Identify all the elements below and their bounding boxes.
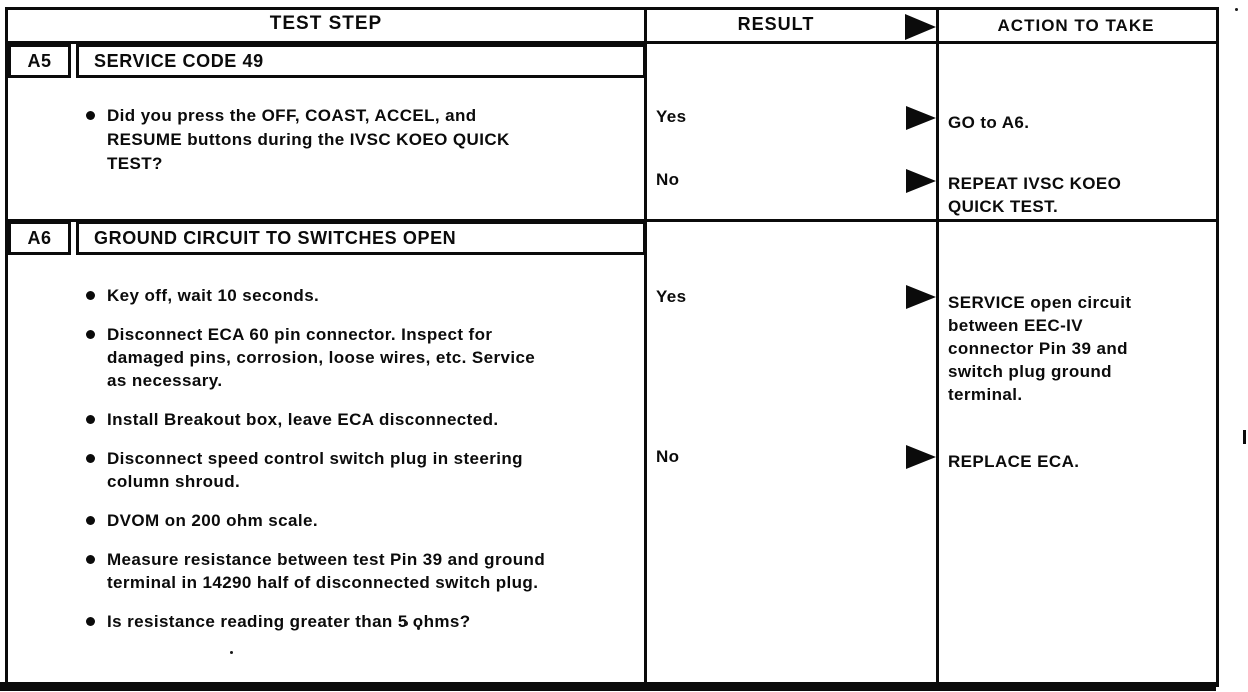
- bullet-dot-icon: [86, 454, 95, 463]
- action-text-a5-yes: GO to A6.: [948, 113, 1030, 132]
- result-arrow-icon: [906, 285, 936, 309]
- step-title-a6: GROUND CIRCUIT TO SWITCHES OPEN: [76, 221, 646, 255]
- bullet-dot-icon: [86, 330, 95, 339]
- bullet-item: Install Breakout box, leave ECA disconne…: [86, 408, 634, 431]
- bullet-item: Key off, wait 10 seconds.: [86, 284, 634, 307]
- result-label-no: No: [656, 170, 680, 189]
- bullet-item: Disconnect ECA 60 pin connector. Inspect…: [86, 323, 634, 392]
- bullet-dot-icon: [86, 516, 95, 525]
- column-header-result: RESULT: [737, 14, 815, 34]
- bullet-item: Did you press the OFF, COAST, ACCEL, and…: [86, 104, 634, 176]
- bullet-item: DVOM on 200 ohm scale.: [86, 509, 634, 532]
- step-title-a5: SERVICE CODE 49: [76, 44, 646, 78]
- bullet-text: Disconnect speed control switch plug in …: [107, 449, 523, 491]
- bullet-item: Measure resistance between test Pin 39 a…: [86, 548, 634, 594]
- bullet-item: Is resistance reading greater than 5 ohm…: [86, 610, 634, 633]
- bullet-dot-icon: [86, 617, 95, 626]
- step-id-badge-a6: A6: [8, 221, 71, 255]
- result-label-no: No: [656, 447, 680, 466]
- bullet-list-a6: Key off, wait 10 seconds. Disconnect ECA…: [86, 284, 634, 649]
- scan-edge-tick: [1243, 430, 1246, 444]
- bullet-item: Disconnect speed control switch plug in …: [86, 447, 634, 493]
- bullet-text: Is resistance reading greater than 5 ohm…: [107, 612, 471, 631]
- result-label-yes: Yes: [656, 107, 687, 126]
- bullet-text: Key off, wait 10 seconds.: [107, 286, 320, 305]
- bullet-dot-icon: [86, 415, 95, 424]
- result-header-arrow-icon: [905, 14, 936, 40]
- table-bottom-rule: [0, 682, 1216, 691]
- bullet-list-a5: Did you press the OFF, COAST, ACCEL, and…: [86, 104, 634, 192]
- bullet-text: Install Breakout box, leave ECA disconne…: [107, 410, 499, 429]
- scan-speck: [1235, 8, 1238, 11]
- column-divider-action: [936, 7, 939, 682]
- column-divider-result: [644, 7, 647, 682]
- step-id-badge-a5: A5: [8, 44, 71, 78]
- action-text-a6-no: REPLACE ECA.: [948, 452, 1080, 471]
- result-label-yes: Yes: [656, 287, 687, 306]
- bullet-text: DVOM on 200 ohm scale.: [107, 511, 318, 530]
- column-header-action-to-take: ACTION TO TAKE: [997, 16, 1155, 35]
- bullet-text: Disconnect ECA 60 pin connector. Inspect…: [107, 325, 536, 390]
- scan-speck: [404, 621, 408, 626]
- row-divider-a5-a6: [5, 219, 1216, 222]
- result-arrow-icon: [906, 106, 936, 130]
- bullet-text: Measure resistance between test Pin 39 a…: [107, 550, 546, 592]
- column-header-test-step: TEST STEP: [269, 13, 383, 34]
- bullet-dot-icon: [86, 291, 95, 300]
- bullet-dot-icon: [86, 555, 95, 564]
- bullet-dot-icon: [86, 111, 95, 120]
- action-text-a5-no: REPEAT IVSC KOEO QUICK TEST.: [948, 174, 1122, 216]
- action-text-a6-yes: SERVICE open circuit between EEC-IV conn…: [948, 293, 1132, 404]
- scan-speck: [230, 651, 233, 654]
- result-arrow-icon: [906, 445, 936, 469]
- result-arrow-icon: [906, 169, 936, 193]
- scan-speck: [417, 626, 420, 630]
- header-underline: [5, 41, 1216, 44]
- bullet-text: Did you press the OFF, COAST, ACCEL, and…: [107, 106, 510, 173]
